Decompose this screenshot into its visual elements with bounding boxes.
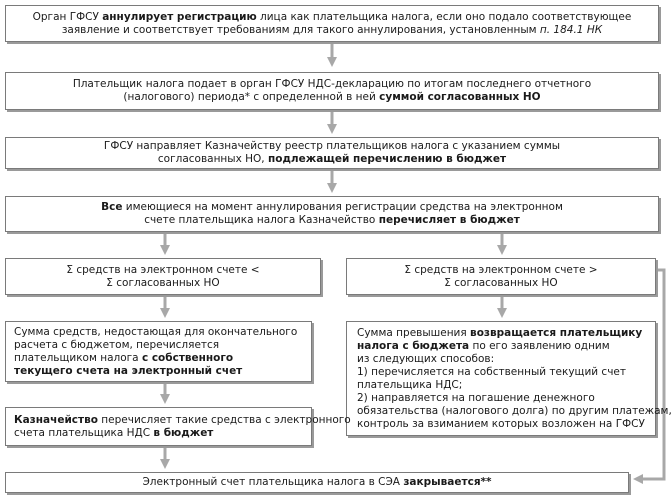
step-shortfall-payment: Сумма средств, недостающая для окончател…: [5, 321, 312, 382]
step-submit-declaration: Плательщик налога подает в орган ГФСУ НД…: [5, 72, 659, 110]
step-shortfall-line-2: расчета с бюджетом, перечисляется: [14, 338, 220, 351]
step-treasury-line-2: счета плательщика НДС в бюджет: [14, 426, 214, 439]
step-excess-line-4: 1) перечисляется на собственный текущий …: [357, 365, 626, 378]
condition-less: Σ средств на электронном счете < Σ согла…: [5, 258, 321, 295]
step-annul-registration: Орган ГФСУ аннулирует регистрацию лица к…: [5, 5, 659, 42]
step-transfer-to-budget: Все имеющиеся на момент аннулирования ре…: [5, 196, 659, 232]
step-registry-line-1: ГФСУ направляет Казначейству реестр плат…: [103, 140, 561, 152]
step-annul-line-1: Орган ГФСУ аннулирует регистрацию лица к…: [32, 10, 632, 23]
step-shortfall-line-1: Сумма средств, недостающая для окончател…: [14, 325, 298, 338]
step-registry-line-2: согласованных НО, подлежащей перечислени…: [157, 153, 507, 165]
step-send-registry: ГФСУ направляет Казначейству реестр плат…: [5, 137, 659, 169]
step-excess-line-3: из следующих способов:: [357, 352, 495, 365]
step-transfer-line-2: счете плательщика налога Казначейство пе…: [144, 214, 520, 226]
step-excess-line-1: Сумма превышения возвращается плательщик…: [357, 326, 643, 339]
step-excess-line-5: плательщика НДС;: [357, 378, 463, 391]
step-excess-line-7: обязательства (налогового долга) по друг…: [357, 404, 671, 417]
step-treasury-transfer: Казначейство перечисляет такие средства …: [5, 407, 351, 446]
step-excess-return: Сумма превышения возвращается плательщик…: [346, 321, 671, 436]
condition-greater: Σ средств на электронном счете > Σ согла…: [346, 258, 656, 295]
step-account-closed: Электронный счет плательщика налога в СЭ…: [5, 472, 629, 493]
step-shortfall-line-3: плательщиком налога с собственного: [14, 351, 234, 364]
condition-greater-line-1: Σ средств на электронном счете >: [404, 263, 598, 276]
step-treasury-line-1: Казначейство перечисляет такие средства …: [14, 413, 351, 426]
step-annul-line-2: заявление и соответствует требованиям дл…: [61, 23, 603, 36]
step-declaration-line-1: Плательщик налога подает в орган ГФСУ НД…: [72, 78, 592, 90]
arrow-6-10: [633, 268, 666, 484]
condition-greater-line-2: Σ согласованных НО: [444, 276, 558, 289]
step-shortfall-line-4: текущего счета на электронный счет: [14, 364, 243, 377]
step-closed-line-1: Электронный счет плательщика налога в СЭ…: [142, 476, 492, 488]
step-declaration-line-2: (налогового) периода* с определенной в н…: [123, 91, 541, 103]
step-excess-line-2: налога с бюджета по его заявлению одним: [357, 339, 610, 352]
step-excess-line-8: контроль за взиманием которых возложен н…: [357, 417, 645, 430]
condition-less-line-1: Σ средств на электронном счете <: [66, 263, 260, 276]
step-excess-line-6: 2) направляется на погашение денежного: [357, 391, 595, 404]
step-transfer-line-1: Все имеющиеся на момент аннулирования ре…: [101, 201, 563, 213]
condition-less-line-2: Σ согласованных НО: [106, 276, 220, 289]
